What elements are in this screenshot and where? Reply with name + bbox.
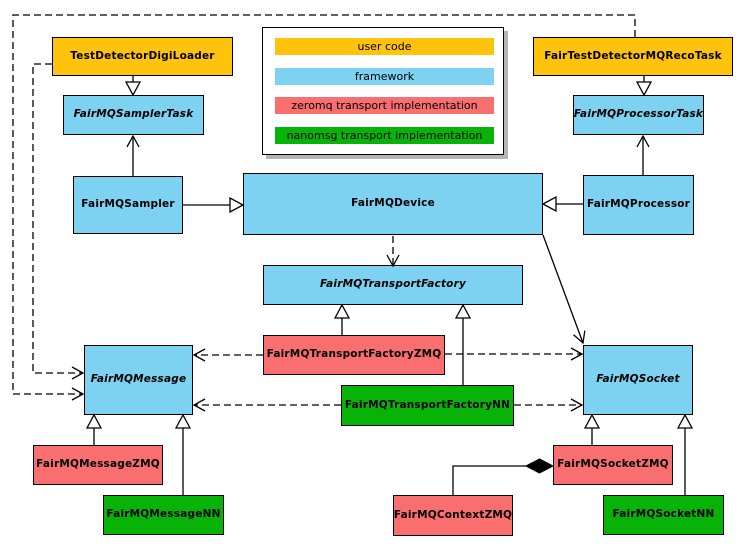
composition-diamond-icon: [524, 458, 555, 474]
class-fairmq-context-zmq: FairMQContextZMQ: [393, 495, 513, 536]
legend-item-zeromq: zeromq transport implementation: [275, 97, 494, 114]
class-fairmq-message: FairMQMessage: [84, 345, 193, 415]
class-fairmq-processor: FairMQProcessor: [583, 175, 694, 235]
edge-comp-contextzmq-socketzmq: [452, 458, 555, 495]
class-fairmq-socket-nn: FairMQSocketNN: [603, 495, 724, 535]
class-test-detector-digi-loader: TestDetectorDigiLoader: [52, 37, 233, 76]
class-fairmq-sampler-task: FairMQSamplerTask: [63, 95, 204, 135]
class-fairmq-socket: FairMQSocket: [583, 345, 693, 415]
class-fair-test-detector-mq-reco-task: FairTestDetectorMQRecoTask: [533, 37, 733, 76]
legend-item-nanomsg: nanomsg transport implementation: [275, 127, 494, 144]
class-fairmq-sampler: FairMQSampler: [73, 176, 183, 234]
class-fairmq-message-nn: FairMQMessageNN: [103, 495, 224, 535]
class-fairmq-device: FairMQDevice: [243, 173, 543, 235]
class-fairmq-processor-task: FairMQProcessorTask: [573, 95, 704, 135]
edge-assoc-device-socket: [542, 234, 586, 345]
class-fairmq-transport-factory-zmq: FairMQTransportFactoryZMQ: [263, 335, 445, 375]
class-fairmq-transport-factory: FairMQTransportFactory: [263, 265, 523, 305]
class-fairmq-message-zmq: FairMQMessageZMQ: [33, 445, 163, 485]
legend-item-user-code: user code: [275, 38, 494, 55]
class-fairmq-transport-factory-nn: FairMQTransportFactoryNN: [341, 385, 514, 426]
legend: user code framework zeromq transport imp…: [262, 27, 504, 155]
class-fairmq-socket-zmq: FairMQSocketZMQ: [553, 445, 673, 485]
legend-item-framework: framework: [275, 68, 494, 85]
